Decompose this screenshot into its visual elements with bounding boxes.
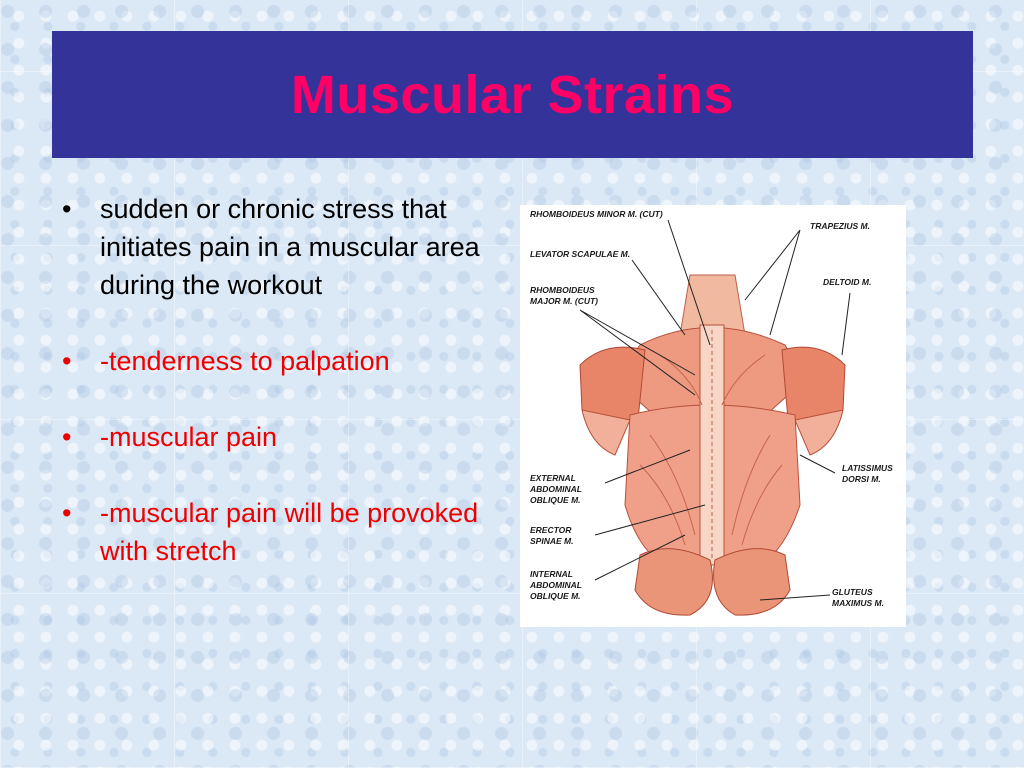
leader-lines <box>579 219 851 601</box>
label-ext-oblique-2: ABDOMINAL <box>529 484 582 494</box>
bullet-text: -tenderness to palpation <box>100 346 390 376</box>
bullet-text: -muscular pain will be provoked with str… <box>100 498 479 566</box>
label-erector-2: SPINAE M. <box>530 536 573 546</box>
label-levator-scapulae: LEVATOR SCAPULAE M. <box>530 249 630 259</box>
bullet-item: • -muscular pain <box>62 418 502 456</box>
bullet-list: • sudden or chronic stress that initiate… <box>62 190 502 570</box>
slide-title: Muscular Strains <box>290 64 735 125</box>
label-int-oblique-3: OBLIQUE M. <box>530 591 581 601</box>
bullet-glyph: • <box>62 498 72 528</box>
bullet-text: -muscular pain <box>100 422 278 452</box>
bullet-glyph: • <box>62 346 72 376</box>
muscle-drawing <box>579 274 846 616</box>
bullet-item: • -muscular pain will be provoked with s… <box>62 494 502 570</box>
label-rhomboideus-major-1: RHOMBOIDEUS <box>530 285 595 295</box>
label-latissimus-1: LATISSIMUS <box>842 463 893 473</box>
label-gluteus-2: MAXIMUS M. <box>832 598 884 608</box>
title-bar: Muscular Strains <box>52 31 973 158</box>
bullet-glyph: • <box>62 422 72 452</box>
label-ext-oblique-3: OBLIQUE M. <box>530 495 581 505</box>
label-latissimus-2: DORSI M. <box>842 474 881 484</box>
label-int-oblique-2: ABDOMINAL <box>529 580 582 590</box>
bullet-glyph: • <box>62 194 72 224</box>
back-muscles-illustration: RHOMBOIDEUS MINOR M. (CUT) TRAPEZIUS M. … <box>520 205 906 627</box>
label-ext-oblique-1: EXTERNAL <box>530 473 576 483</box>
label-deltoid: DELTOID M. <box>823 277 871 287</box>
label-erector-1: ERECTOR <box>530 525 572 535</box>
anatomy-diagram: RHOMBOIDEUS MINOR M. (CUT) TRAPEZIUS M. … <box>529 209 893 616</box>
label-gluteus-1: GLUTEUS <box>832 587 873 597</box>
label-int-oblique-1: INTERNAL <box>530 569 573 579</box>
label-rhomboideus-major-2: MAJOR M. (CUT) <box>530 296 598 306</box>
bullet-text: sudden or chronic stress that initiates … <box>100 194 480 300</box>
label-rhomboideus-minor: RHOMBOIDEUS MINOR M. (CUT) <box>530 209 663 219</box>
bullet-item: • sudden or chronic stress that initiate… <box>62 190 502 304</box>
label-trapezius: TRAPEZIUS M. <box>810 221 870 231</box>
bullet-item: • -tenderness to palpation <box>62 342 502 380</box>
